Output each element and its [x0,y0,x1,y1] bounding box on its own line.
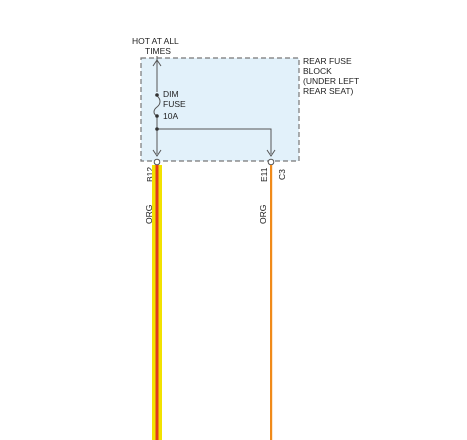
splice-branch-line [157,128,272,154]
fuse-name-line2: FUSE [163,99,186,109]
fuse-block-label-line2: BLOCK [303,66,332,76]
wire-right-color-code: ORG [258,205,268,224]
connector-arrow-left [152,149,162,157]
fuse-terminal-bottom [155,114,159,118]
pin-left-label: B12 [145,167,155,182]
pin-right-circle [267,158,275,166]
connector-id-label: C3 [277,169,287,180]
fuse-symbol [153,95,161,117]
wire-right [270,165,273,440]
fuse-block-label-line3: (UNDER LEFT [303,76,359,86]
power-source-label-line2: TIMES [145,46,171,56]
wire-left-core [155,165,159,440]
connector-arrow-right [266,149,276,157]
fuse-block-label-line4: REAR SEAT) [303,86,354,96]
connector-arrows [152,59,276,157]
fuse-rating: 10A [163,111,178,121]
power-source-label-line1: HOT AT ALL [132,36,179,46]
pin-right-label: E11 [259,167,269,182]
fuse-name-line1: DIM [163,89,179,99]
rear-fuse-block-box [140,57,300,162]
wire-left-color-code: ORG [144,205,154,224]
internal-circuit [153,56,272,154]
splice-dot [155,127,159,131]
pin-left-circle [153,158,161,166]
fuse-block-label-line1: REAR FUSE [303,56,352,66]
power-arrow [152,59,162,67]
fuse-terminal-top [155,93,159,97]
